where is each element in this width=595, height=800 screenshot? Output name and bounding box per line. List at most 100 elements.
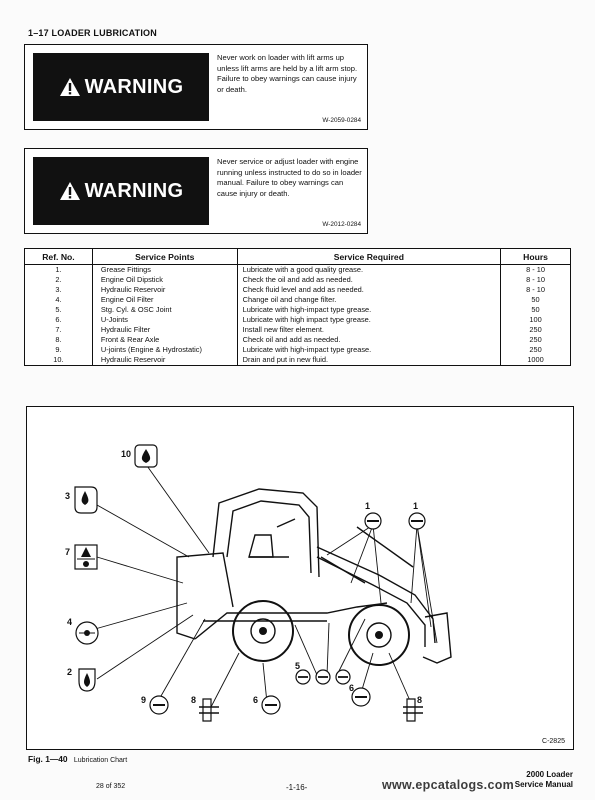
ref-cell: 1.: [24, 264, 93, 275]
callout-number: 8: [191, 695, 196, 705]
hydraulic-filter-icon: [74, 544, 98, 570]
callout-number: 5: [295, 661, 300, 671]
hours-cell: 100: [500, 315, 571, 325]
callout-number: 6: [349, 683, 354, 693]
figure-code: C-2825: [542, 738, 565, 745]
ref-cell: 5.: [24, 305, 93, 315]
axle-oil-icon: [199, 698, 219, 722]
service-required-cell: Lubricate with high-impact type grease.: [236, 345, 502, 355]
callout-number: 2: [67, 667, 72, 677]
figure-number: Fig. 1—40: [28, 754, 68, 764]
service-point-cell: Hydraulic Reservoir: [91, 285, 238, 295]
oil-filter-icon: [75, 621, 99, 645]
oil-dipstick-icon: [78, 668, 96, 692]
warning-triangle-icon: [59, 78, 80, 96]
reservoir-check-icon: [74, 486, 98, 514]
loader-diagram: 10 3 7 4 2 9 8 6 5 1 1 6 8: [65, 444, 452, 722]
front-wheel: [348, 604, 410, 666]
warning-word: WARNING: [84, 179, 184, 202]
u-joint-grease-icon: [351, 687, 371, 707]
service-point-cell: Front & Rear Axle: [91, 335, 238, 345]
hours-cell: 50: [500, 295, 571, 305]
loader-outline: [176, 488, 452, 664]
service-required-cell: Lubricate with high impact type grease.: [236, 315, 502, 325]
u-joint-grease-icon: [261, 695, 281, 715]
warning-text: Never service or adjust loader with engi…: [217, 157, 362, 198]
axle-oil-icon: [403, 698, 423, 722]
service-required-cell: Lubricate with a good quality grease.: [236, 264, 502, 275]
hours-cell: 8 - 10: [500, 264, 571, 275]
warning-word: WARNING: [84, 75, 184, 98]
service-table: Ref. No. Service Points Service Required…: [24, 248, 571, 366]
figure-caption: Fig. 1—40 Lubrication Chart: [28, 754, 127, 764]
manual-title: 2000 Loader Service Manual: [515, 770, 573, 790]
column-header-service-points: Service Points: [91, 248, 238, 265]
warning-label-1: WARNING: [33, 53, 209, 121]
ref-cell: 6.: [24, 315, 93, 325]
warning-triangle-icon: [59, 182, 80, 200]
service-required-cell: Lubricate with high-impact type grease.: [236, 305, 502, 315]
lubrication-chart-figure: 10 3 7 4 2 9 8 6 5 1 1 6 8 C-2825: [26, 406, 574, 750]
ref-cell: 2.: [24, 275, 93, 285]
watermark: www.epcatalogs.com: [382, 778, 515, 792]
ref-cell: 4.: [24, 295, 93, 305]
service-required-cell: Change oil and change filter.: [236, 295, 502, 305]
callout-number: 1: [413, 501, 418, 511]
warning-code: W-2012-0284: [322, 221, 361, 228]
service-point-cell: Hydraulic Filter: [91, 325, 238, 335]
service-required-cell: Check oil and add as needed.: [236, 335, 502, 345]
hours-cell: 8 - 10: [500, 275, 571, 285]
table-row: 9.U-joints (Engine & Hydrostatic)Lubrica…: [24, 345, 571, 355]
callout-number: 7: [65, 547, 70, 557]
ref-cell: 7.: [24, 325, 93, 335]
grease-fitting-icon: [364, 512, 426, 530]
service-point-cell: Engine Oil Filter: [91, 295, 238, 305]
warning-text: Never work on loader with lift arms up u…: [217, 53, 358, 94]
service-required-cell: Install new filter element.: [236, 325, 502, 335]
callout-number: 10: [121, 449, 131, 459]
hours-cell: 250: [500, 335, 571, 345]
hours-cell: 250: [500, 325, 571, 335]
service-point-cell: Grease Fittings: [91, 264, 238, 275]
ref-cell: 9.: [24, 345, 93, 355]
manual-title-line1: 2000 Loader: [526, 770, 573, 779]
warning-label-2: WARNING: [33, 157, 209, 225]
leader-lines: [94, 462, 438, 708]
table-header-row: Ref. No. Service Points Service Required…: [24, 248, 571, 265]
grease-fitting-icon: [149, 695, 169, 715]
page-counter: 28 of 352: [96, 783, 126, 790]
hours-cell: 8 - 10: [500, 285, 571, 295]
column-header-ref: Ref. No.: [24, 248, 93, 265]
section-title: 1–17 LOADER LUBRICATION: [28, 28, 157, 38]
hours-cell: 50: [500, 305, 571, 315]
callout-number: 1: [365, 501, 370, 511]
warning-box-2: WARNING Never service or adjust loader w…: [24, 148, 368, 234]
service-required-cell: Drain and put in new fluid.: [236, 355, 502, 366]
callout-number: 3: [65, 491, 70, 501]
service-point-cell: Hydraulic Reservoir: [91, 355, 238, 366]
callout-number: 8: [417, 695, 422, 705]
grease-fitting-icon: [295, 669, 351, 685]
service-point-cell: U-Joints: [91, 315, 238, 325]
page-number: -1-16-: [286, 783, 308, 792]
service-point-cell: U-joints (Engine & Hydrostatic): [91, 345, 238, 355]
service-required-cell: Check the oil and add as needed.: [236, 275, 502, 285]
service-point-cell: Stg. Cyl. & OSC Joint: [91, 305, 238, 315]
hours-cell: 250: [500, 345, 571, 355]
ref-cell: 3.: [24, 285, 93, 295]
callout-number: 4: [67, 617, 72, 627]
ref-cell: 10.: [24, 355, 93, 366]
callout-number: 9: [141, 695, 146, 705]
hours-cell: 1000: [500, 355, 571, 366]
column-header-hours: Hours: [500, 248, 571, 265]
callout-number: 6: [253, 695, 258, 705]
